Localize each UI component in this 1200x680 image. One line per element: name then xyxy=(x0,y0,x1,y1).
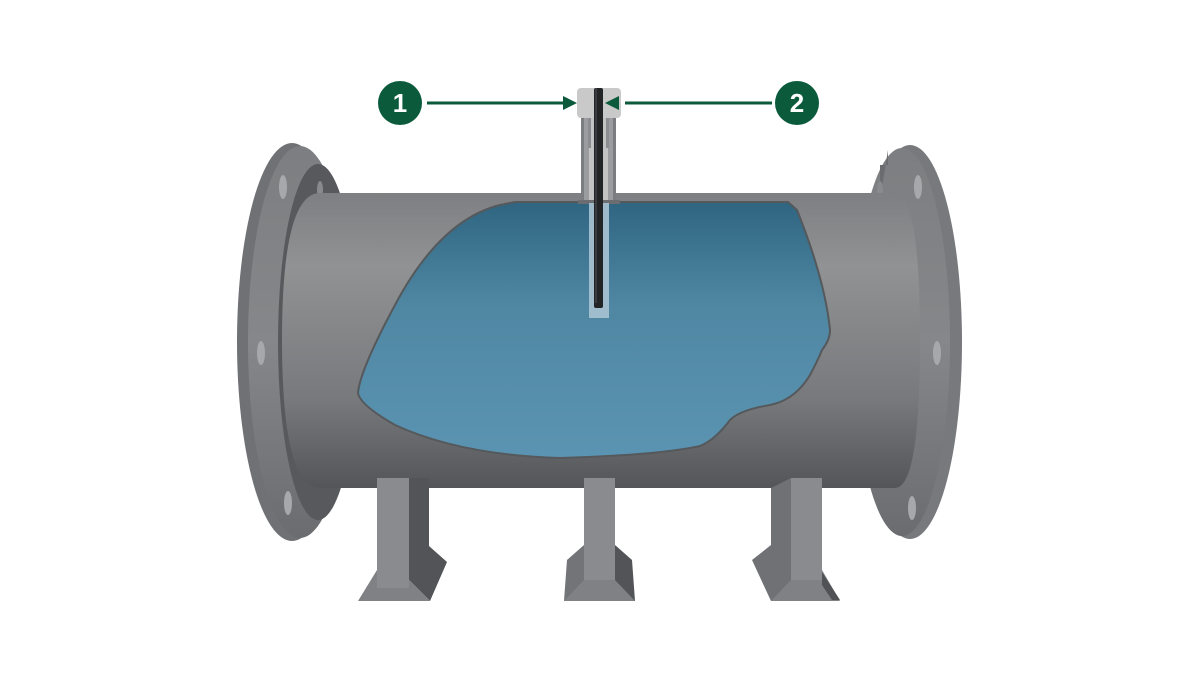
sensor xyxy=(594,88,603,308)
support-leg-left xyxy=(358,478,447,601)
callout-arrow-1 xyxy=(427,96,577,110)
callout-badge-2: 2 xyxy=(775,81,819,125)
bolt-hole xyxy=(914,175,922,199)
callout-badge-1: 1 xyxy=(378,81,422,125)
bolt-hole xyxy=(279,175,287,199)
bolt-hole xyxy=(908,496,916,520)
support-leg-right xyxy=(752,478,840,601)
callout-arrow-2 xyxy=(605,96,772,110)
callout-number-2: 2 xyxy=(789,87,805,118)
bolt-hole xyxy=(933,341,941,365)
fluid-cutaway xyxy=(356,201,832,460)
bolt-hole xyxy=(284,491,292,515)
support-leg-center xyxy=(564,478,635,601)
callout-number-1: 1 xyxy=(392,87,408,118)
bolt-hole xyxy=(257,341,265,365)
